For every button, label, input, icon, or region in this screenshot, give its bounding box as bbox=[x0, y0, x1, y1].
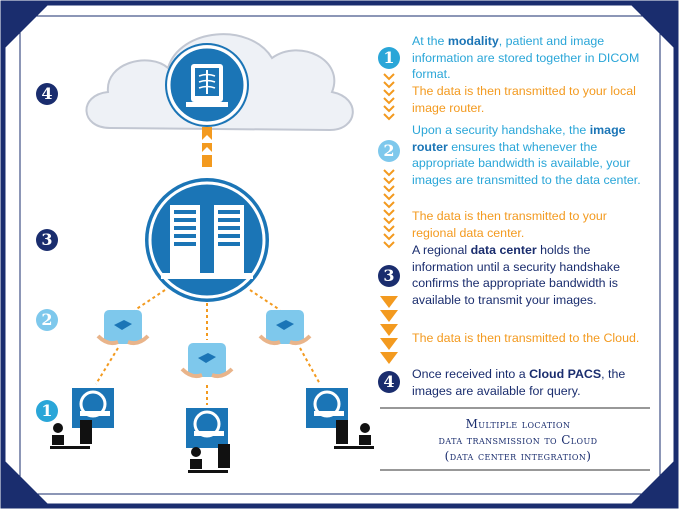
step-arrow-solid bbox=[380, 296, 398, 364]
mri-scanner-icon bbox=[72, 388, 114, 428]
step-1-transfer: The data is then transmitted to your loc… bbox=[412, 84, 636, 115]
right-step-number: 1 bbox=[378, 47, 400, 69]
footer-line-2: data transmission to Cloud bbox=[438, 433, 598, 447]
xray-icon bbox=[165, 43, 249, 127]
router-icon bbox=[180, 343, 234, 379]
left-step-number: 4 bbox=[36, 83, 58, 105]
step-chevrons bbox=[383, 73, 395, 249]
corner-bl bbox=[3, 459, 50, 506]
corner-tr bbox=[629, 3, 676, 50]
right-step-number: 4 bbox=[378, 371, 400, 393]
footer-line-1: Multiple location bbox=[465, 417, 571, 431]
step-3-transfer: The data is then transmitted to the Clou… bbox=[412, 331, 640, 345]
technician-icon bbox=[334, 420, 374, 449]
left-step-number: 1 bbox=[36, 400, 58, 422]
corner-tl bbox=[3, 3, 50, 50]
right-step-number: 2 bbox=[378, 140, 400, 162]
technician-icon bbox=[188, 444, 230, 473]
step-3-description: A regional data center holds the informa… bbox=[412, 243, 621, 307]
corner-br bbox=[629, 459, 676, 506]
step-2-transfer: The data is then transmitted to your reg… bbox=[412, 209, 607, 240]
server-icon bbox=[145, 178, 269, 302]
technician-icon bbox=[50, 420, 92, 449]
left-step-number: 3 bbox=[36, 229, 58, 251]
inner-border bbox=[19, 15, 661, 495]
step-1-description: At the modality, patient and image infor… bbox=[412, 34, 640, 81]
step-4-description: Once received into a Cloud PACS, the ima… bbox=[412, 367, 626, 398]
connector-cloud-datacenter bbox=[199, 127, 215, 167]
router-icon bbox=[96, 310, 150, 346]
left-step-number: 2 bbox=[36, 309, 58, 331]
step-2-description: Upon a security handshake, the image rou… bbox=[412, 123, 641, 187]
connector-lines bbox=[95, 289, 321, 405]
footer-line-3: (data center integration) bbox=[444, 449, 592, 463]
right-step-number: 3 bbox=[378, 265, 400, 287]
router-icon bbox=[258, 310, 312, 346]
mri-scanner-icon bbox=[186, 408, 228, 448]
